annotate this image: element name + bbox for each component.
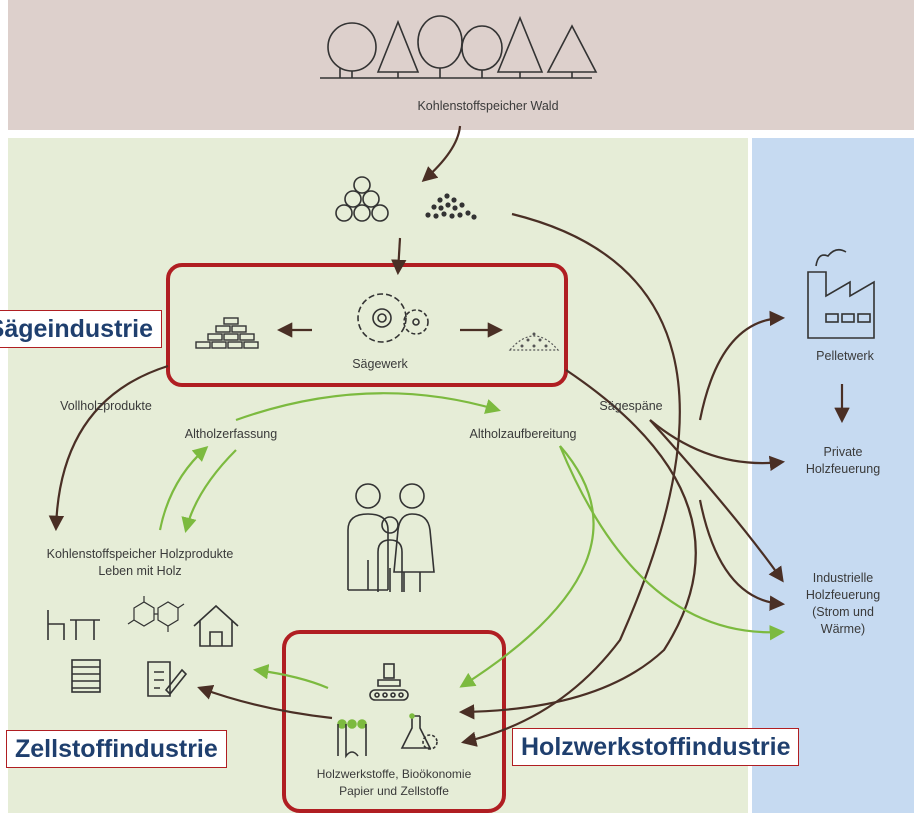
industrial-heating-line4: Wärme) [820,622,866,636]
molecule-icon [127,596,185,632]
arrow-forest-to-logs [421,125,462,183]
sawdust-label: Sägespäne [599,399,663,413]
family-icon [347,483,435,592]
house-icon [193,604,239,647]
industrial-heating-line1: Industrielle [812,571,874,585]
arrow-processing-to-energy [558,445,786,641]
industrial-heating-line3: (Strom und [812,605,874,619]
private-heating-label: Private Holzfeuerung [788,444,898,478]
arrow-logs-to-sawmill [391,237,407,276]
storage-products-line2: Leben mit Holz [98,564,182,578]
arrow-sawmill-to-products [48,364,169,532]
waste-processing-label: Altholzaufbereitung [469,427,577,441]
roller-icon [337,719,367,759]
pulp-industry-callout: Zellstoffindustrie [6,730,227,768]
arrow-products-to-collection [158,445,209,531]
industry-zone [8,138,748,813]
document-icon [147,661,188,697]
industrial-heating-label: Industrielle Holzfeuerung (Strom und Wär… [788,570,898,638]
pellet-plant-label: Pelletwerk [816,349,874,363]
arrow-industry-to-cycle [252,664,329,690]
arrow-collection-to-processing [235,392,501,422]
industry-highlight [282,630,506,813]
pallet-icon [71,659,101,693]
wood-industry-label: Holzwerkstoffe, Bioökonomie Papier und Z… [286,766,502,800]
sawdust-pile-icon [508,332,560,351]
arrow-to-industrial-1 [649,419,784,583]
forest-storage-label: Kohlenstoffspeicher Wald [417,99,559,113]
press-machine-icon [369,663,409,701]
forest-zone [8,0,914,130]
arrow-to-private [649,419,786,472]
private-heating-line1: Private [823,445,863,459]
wood-industry-line1: Holzwerkstoffe, Bioökonomie [316,767,472,781]
storage-products-label: Kohlenstoffspeicher Holzprodukte Leben m… [20,546,260,580]
log-pile-icon [335,176,389,222]
arrow-sawdust-to-industry [458,369,697,720]
arrow-processing-to-industry [459,445,595,688]
sawmill-label: Sägewerk [352,357,408,371]
arrow-to-industrial-2 [698,499,786,611]
wood-chips-icon [425,193,477,220]
lumber-stack-icon [195,317,259,349]
chair-table-icon [47,610,100,640]
arrow-chips-to-industry [460,212,681,747]
sawmill-industry-callout: Sägeindustrie [0,310,162,348]
waste-collection-label: Altholzerfassung [184,427,278,441]
arrow-to-pelletwerk [698,310,786,421]
industrial-heating-line2: Holzfeuerung [805,588,881,602]
factory-icon [807,248,875,339]
saw-blade-icon [357,293,429,343]
panel-industry-callout: Holzwerkstoffindustrie [512,728,800,766]
wood-industry-line2: Papier und Zellstoffe [339,784,449,798]
solid-wood-label: Vollholzprodukte [60,399,152,413]
arrow-collection-to-products [181,449,237,533]
storage-products-line1: Kohlenstoffspeicher Holzprodukte [46,547,234,561]
forest-icon [320,15,598,79]
flask-gear-icon [400,713,438,750]
sawmill-highlight [166,263,568,387]
private-heating-line2: Holzfeuerung [805,462,881,476]
arrow-industry-to-products [197,685,333,720]
